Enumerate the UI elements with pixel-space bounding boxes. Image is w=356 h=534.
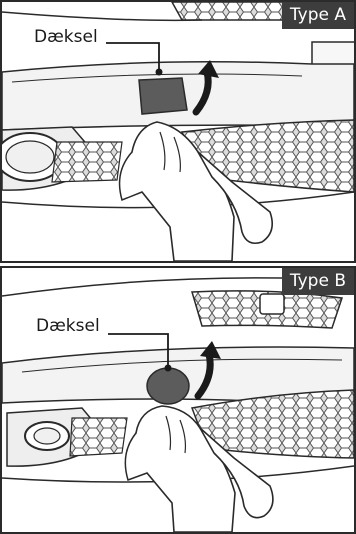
type-a-label: Type A <box>282 2 354 29</box>
illustration-type-a: Type A Dæksel <box>0 0 356 263</box>
cover-callout-label-b: Dæksel <box>32 315 104 337</box>
cover-callout-label-a: Dæksel <box>30 26 102 48</box>
illustration-type-b: Type B Dæksel <box>0 266 356 534</box>
type-b-label: Type B <box>282 268 354 295</box>
bumper-illustration-b <box>2 268 354 532</box>
